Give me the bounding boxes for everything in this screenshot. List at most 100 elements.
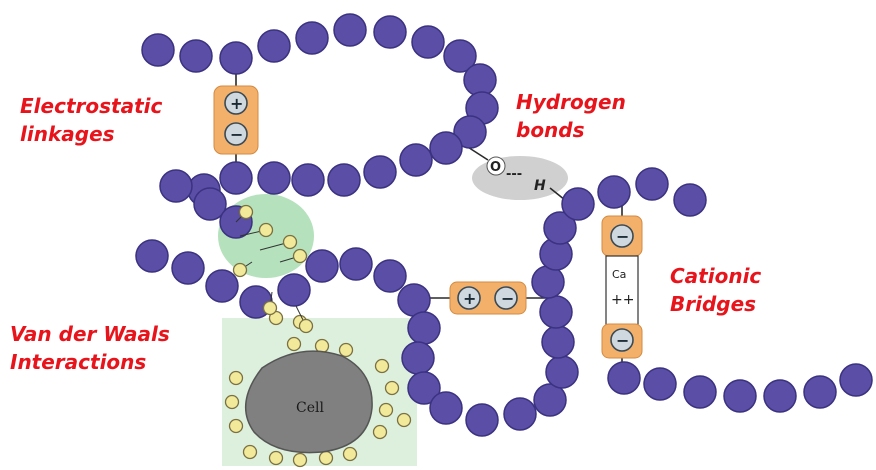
polymer-bead bbox=[219, 41, 253, 75]
polymer-bead bbox=[179, 39, 213, 73]
label-vdw-line1: Van der Waals bbox=[10, 322, 170, 346]
polymer-bead bbox=[277, 273, 311, 307]
polymer-bead bbox=[723, 379, 757, 413]
polymer-bead bbox=[643, 367, 677, 401]
polymer-bead bbox=[545, 355, 579, 389]
electrostatic-charge-pair: + − bbox=[213, 85, 259, 155]
functional-group-bead bbox=[342, 446, 358, 462]
polymer-bead bbox=[333, 13, 367, 47]
polymer-bead bbox=[141, 33, 175, 67]
functional-group-bead bbox=[396, 412, 412, 428]
hbond-hydrogen: H bbox=[534, 178, 546, 194]
functional-group-bead bbox=[238, 204, 254, 220]
functional-groups bbox=[224, 204, 412, 468]
polymer-bead bbox=[257, 161, 291, 195]
functional-group-bead bbox=[292, 248, 308, 264]
svg-text:+: + bbox=[463, 289, 476, 308]
polymer-bead bbox=[803, 375, 837, 409]
cationic-bridge: − Ca ++ − bbox=[601, 215, 643, 359]
svg-text:−: − bbox=[616, 331, 629, 350]
polymer-bead bbox=[193, 187, 227, 221]
svg-text:−: − bbox=[616, 227, 629, 246]
label-vdw-line2: Interactions bbox=[10, 350, 147, 374]
polymer-bead bbox=[429, 131, 463, 165]
functional-group-bead bbox=[224, 394, 240, 410]
functional-group-bead bbox=[292, 452, 308, 468]
polymer-bead bbox=[291, 163, 325, 197]
svg-text:−: − bbox=[230, 125, 243, 144]
functional-group-bead bbox=[374, 358, 390, 374]
polymer-bead bbox=[411, 25, 445, 59]
polymer-bead bbox=[363, 155, 397, 189]
polymer-bead bbox=[339, 247, 373, 281]
polymer-bead bbox=[373, 259, 407, 293]
polymer-bead bbox=[541, 325, 575, 359]
polymer-bead bbox=[205, 269, 239, 303]
functional-group-bead bbox=[242, 444, 258, 460]
functional-group-bead bbox=[338, 342, 354, 358]
polymer-bead bbox=[533, 383, 567, 417]
label-hydrogen-line1: Hydrogen bbox=[516, 90, 626, 114]
polymer-bead bbox=[159, 169, 193, 203]
central-charge-pair: + − bbox=[449, 281, 527, 315]
cell-label: Cell bbox=[296, 400, 324, 416]
hbond-oxygen: O bbox=[490, 160, 501, 175]
label-electrostatic-line1: Electrostatic bbox=[20, 94, 163, 118]
polymer-bead bbox=[305, 249, 339, 283]
polymer-bead bbox=[295, 21, 329, 55]
polymer-bead bbox=[401, 341, 435, 375]
polymer-bead bbox=[531, 265, 565, 299]
functional-group-bead bbox=[286, 336, 302, 352]
polymer-bead bbox=[429, 391, 463, 425]
polymer-bead bbox=[327, 163, 361, 197]
functional-group-bead bbox=[232, 262, 248, 278]
polymer-bead bbox=[597, 175, 631, 209]
polymer-bead bbox=[397, 283, 431, 317]
label-van-der-waals: Van der Waals Interactions bbox=[10, 320, 170, 376]
label-hydrogen-line2: bonds bbox=[516, 118, 585, 142]
label-cationic-line2: Bridges bbox=[670, 292, 757, 316]
polymer-bead bbox=[463, 63, 497, 97]
cell bbox=[244, 350, 373, 454]
polymer-bead bbox=[683, 375, 717, 409]
cation-symbol: Ca bbox=[612, 268, 626, 281]
polymer-bead bbox=[407, 371, 441, 405]
functional-group-bead bbox=[228, 370, 244, 386]
label-electrostatic-linkages: Electrostatic linkages bbox=[20, 92, 162, 148]
functional-group-bead bbox=[282, 234, 298, 250]
polymer-bead bbox=[219, 161, 253, 195]
functional-group-bead bbox=[262, 300, 278, 316]
functional-group-bead bbox=[258, 222, 274, 238]
polymer-bead bbox=[543, 211, 577, 245]
polymer-bead bbox=[453, 115, 487, 149]
svg-text:−: − bbox=[501, 289, 514, 308]
polymer-bead bbox=[561, 187, 595, 221]
functional-group-bead bbox=[268, 450, 284, 466]
svg-text:+: + bbox=[230, 94, 243, 113]
functional-group-bead bbox=[228, 418, 244, 434]
polymer-chains bbox=[135, 13, 873, 437]
label-electrostatic-line2: linkages bbox=[20, 122, 115, 146]
hbond-dots: --- bbox=[506, 167, 522, 182]
label-hydrogen-bonds: Hydrogen bonds bbox=[516, 88, 626, 144]
label-cationic-bridges: Cationic Bridges bbox=[670, 262, 761, 318]
functional-group-bead bbox=[378, 402, 394, 418]
polymer-bead bbox=[673, 183, 707, 217]
polymer-bead bbox=[407, 311, 441, 345]
polymer-bead bbox=[443, 39, 477, 73]
polymer-bead bbox=[171, 251, 205, 285]
functional-group-bead bbox=[318, 450, 334, 466]
polymer-bead bbox=[839, 363, 873, 397]
polymer-bead bbox=[503, 397, 537, 431]
polymer-bead bbox=[539, 295, 573, 329]
polymer-bead bbox=[465, 403, 499, 437]
polymer-bead bbox=[373, 15, 407, 49]
hydrogen-bond: O --- H bbox=[486, 156, 546, 194]
functional-group-bead bbox=[384, 380, 400, 396]
polymer-bead bbox=[635, 167, 669, 201]
functional-group-bead bbox=[298, 318, 314, 334]
polymer-bead bbox=[135, 239, 169, 273]
polymer-bead bbox=[607, 361, 641, 395]
polymer-bead bbox=[399, 143, 433, 177]
functional-group-bead bbox=[372, 424, 388, 440]
